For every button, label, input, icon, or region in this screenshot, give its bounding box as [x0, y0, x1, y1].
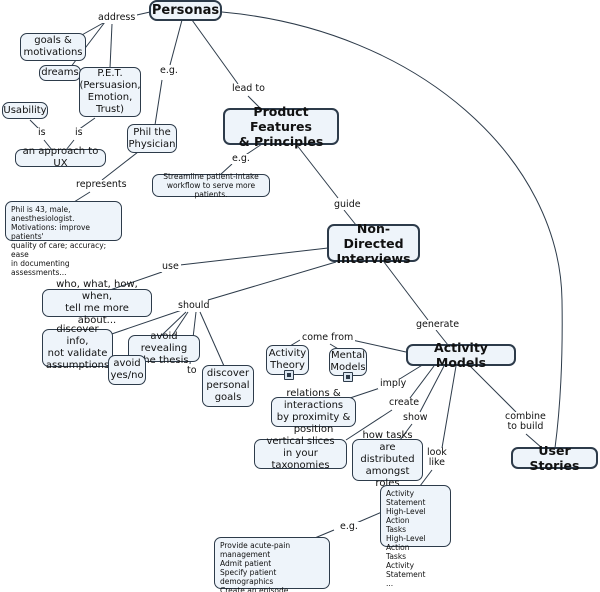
line-activity-imply [397, 363, 425, 381]
node-avoid-yesno[interactable]: avoid yes/no [108, 355, 146, 385]
line-personas-eg [169, 19, 183, 66]
line-create-vertical [345, 409, 393, 441]
node-mental-models[interactable]: Mental Models [329, 348, 367, 376]
node-discover-info[interactable]: discover info, not validate assumptions [42, 324, 113, 371]
label-generate: generate [414, 319, 462, 331]
label-eg-phil: e.g. [158, 65, 180, 77]
node-dreams[interactable]: dreams [39, 65, 81, 81]
node-activity-models[interactable]: Activity Models [406, 340, 516, 370]
label-is-pet: is [73, 127, 85, 139]
node-phil-physician[interactable]: Phil the Physician [127, 124, 177, 153]
label-represents: represents [74, 179, 129, 191]
node-approach-to-ux[interactable]: an approach to UX [15, 146, 106, 169]
line-features-guide [295, 143, 339, 199]
node-discover-goals[interactable]: discover personal goals [202, 365, 254, 407]
line-phil-represents [101, 151, 139, 181]
node-goals-motivations[interactable]: goals & motivations [20, 33, 86, 61]
line-combine-stories [525, 433, 543, 449]
line-is-approach [43, 139, 53, 151]
label-look-like: look like [425, 447, 449, 469]
node-product-features[interactable]: Product Features & Principles [223, 104, 339, 149]
line-address-pet [109, 23, 113, 69]
line-activity-combine [469, 365, 517, 413]
label-guide: guide [332, 199, 363, 211]
line-should-discover [99, 309, 183, 339]
label-to: to [185, 365, 199, 377]
activity-theory-attachment-icon[interactable] [284, 370, 294, 380]
line-represents-desc [73, 191, 91, 203]
line-generate-activity [435, 329, 449, 346]
node-provide-acute-pain[interactable]: Provide acute-pain management Admit pati… [214, 537, 330, 592]
label-combine-to-build: combine to build [503, 411, 548, 433]
node-streamline[interactable]: Streamline patient-intake workflow to se… [152, 172, 270, 199]
line-is2-approach [65, 139, 75, 151]
line-eg-phil [154, 79, 163, 126]
line-leadto-features [247, 95, 263, 111]
node-user-stories[interactable]: User Stories [511, 443, 598, 473]
line-looklike-statement [419, 469, 433, 487]
line-activity-comefrom [351, 339, 407, 353]
node-pet[interactable]: P.E.T. (Persuasion, Emotion, Trust) [79, 67, 141, 117]
mental-models-attachment-icon[interactable] [343, 372, 353, 382]
node-personas[interactable]: Personas [149, 0, 222, 21]
line-interviews-generate [383, 261, 429, 321]
line-activity-looklike [441, 365, 457, 449]
line-address-goals [79, 21, 106, 37]
node-usability[interactable]: Usability [2, 102, 48, 119]
node-phil-description[interactable]: Phil is 43, male, anesthesiologist. Moti… [5, 201, 122, 277]
line-use-who [109, 271, 163, 291]
label-come-from: come from [300, 332, 356, 344]
line-guide-interviews [343, 209, 357, 226]
line-activity-create [409, 365, 435, 399]
label-imply: imply [378, 378, 409, 390]
node-who-what-how[interactable]: who, what, how, when, tell me more about… [42, 279, 152, 326]
line-personas-stories [221, 11, 563, 449]
node-vertical-slices[interactable]: vertical slices in your taxonomies [254, 436, 347, 471]
label-eg-provide: e.g. [338, 521, 360, 533]
line-activity-show [419, 365, 445, 413]
label-should: should [176, 300, 212, 312]
line-interviews-use [179, 247, 329, 266]
node-activity-statement[interactable]: Activity Statement High-Level Action Tas… [380, 485, 451, 588]
node-relations-interactions[interactable]: relations & interactions by proximity & … [271, 388, 356, 435]
line-eg-streamline [219, 163, 233, 176]
line-should-goals [199, 311, 225, 367]
node-tasks-roles[interactable]: how tasks are distributed amongst roles [352, 430, 423, 489]
label-lead-to: lead to [230, 83, 267, 95]
label-is-usability: is [36, 127, 48, 139]
label-eg-streamline: e.g. [230, 153, 252, 165]
line-personas-leadto [191, 19, 239, 85]
label-create: create [387, 397, 422, 409]
node-non-directed-interviews[interactable]: Non-Directed Interviews [327, 221, 420, 266]
line-show-tasks [399, 423, 413, 441]
label-use: use [160, 261, 181, 273]
label-address: address [96, 12, 138, 24]
line-imply-relations [349, 387, 381, 399]
line-interviews-should [207, 261, 337, 301]
line-should-thesis [171, 311, 189, 337]
label-show: show [401, 412, 430, 424]
